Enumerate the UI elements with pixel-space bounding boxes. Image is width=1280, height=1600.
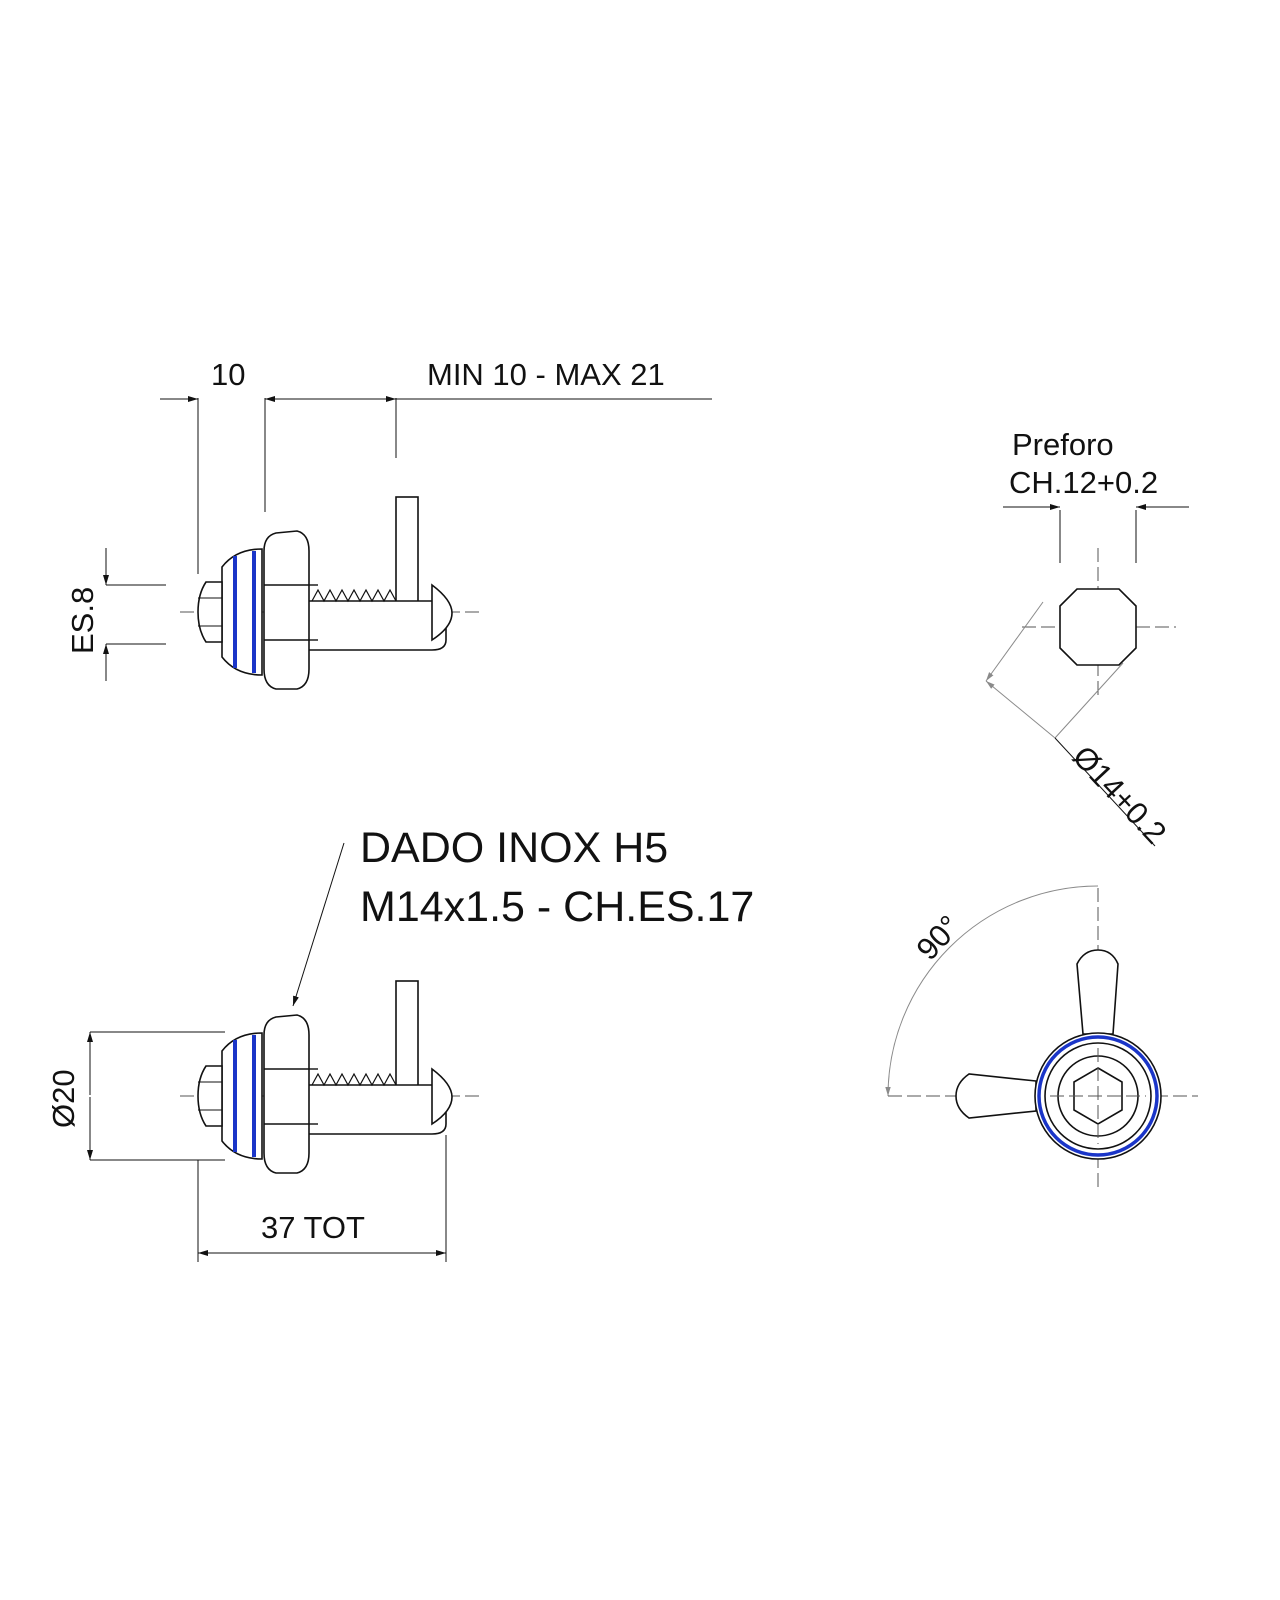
dimension-d20: Ø20 bbox=[46, 1031, 225, 1161]
nut bbox=[263, 530, 310, 690]
screw-head bbox=[431, 1067, 453, 1126]
angle-arc bbox=[885, 885, 1099, 1097]
d14-label: Ø14+0.2 bbox=[1066, 739, 1173, 850]
front-view: 90° bbox=[885, 885, 1198, 1188]
shaft bbox=[307, 1084, 447, 1135]
preforo-label: Preforo bbox=[1012, 427, 1114, 462]
cam-plate bbox=[395, 496, 419, 610]
callout-line1: DADO INOX H5 bbox=[360, 824, 668, 872]
screw-head bbox=[431, 583, 453, 642]
dim-37tot-label: 37 TOT bbox=[261, 1210, 365, 1245]
shaft bbox=[307, 600, 447, 651]
cam-plate bbox=[395, 980, 419, 1094]
nut-callout: DADO INOX H5 M14x1.5 - CH.ES.17 bbox=[292, 824, 754, 1007]
dimension-min-max: MIN 10 - MAX 21 bbox=[395, 357, 712, 458]
handle-wing-top bbox=[1076, 949, 1119, 1035]
dim-es8-label: ES.8 bbox=[65, 587, 100, 654]
dimension-37tot: 37 TOT bbox=[197, 1135, 447, 1262]
side-view-bottom: DADO INOX H5 M14x1.5 - CH.ES.17 Ø20 37 T… bbox=[46, 824, 754, 1262]
prehole-shape bbox=[1059, 588, 1137, 666]
dimension-es8: ES.8 bbox=[65, 548, 166, 681]
dimension-10: 10 bbox=[160, 357, 396, 574]
spring bbox=[311, 588, 397, 603]
key-head bbox=[197, 581, 223, 643]
ch12-label: CH.12+0.2 bbox=[1009, 465, 1158, 500]
callout-line2: M14x1.5 - CH.ES.17 bbox=[360, 883, 754, 931]
nut bbox=[263, 1014, 310, 1174]
side-view-top: 10 MIN 10 - MAX 21 ES.8 bbox=[65, 357, 712, 690]
dim-min-max-label: MIN 10 - MAX 21 bbox=[427, 357, 665, 392]
handle-wing-left bbox=[955, 1073, 1037, 1119]
dim-10-label: 10 bbox=[211, 357, 245, 392]
dim-d20-label: Ø20 bbox=[46, 1069, 81, 1128]
prehole-view: Preforo CH.12+0.2 Ø14+0.2 bbox=[985, 427, 1189, 850]
spring bbox=[311, 1072, 397, 1087]
angle-90-label: 90° bbox=[910, 909, 968, 967]
seal-ring-front bbox=[1037, 1035, 1159, 1157]
key-head bbox=[197, 1065, 223, 1127]
